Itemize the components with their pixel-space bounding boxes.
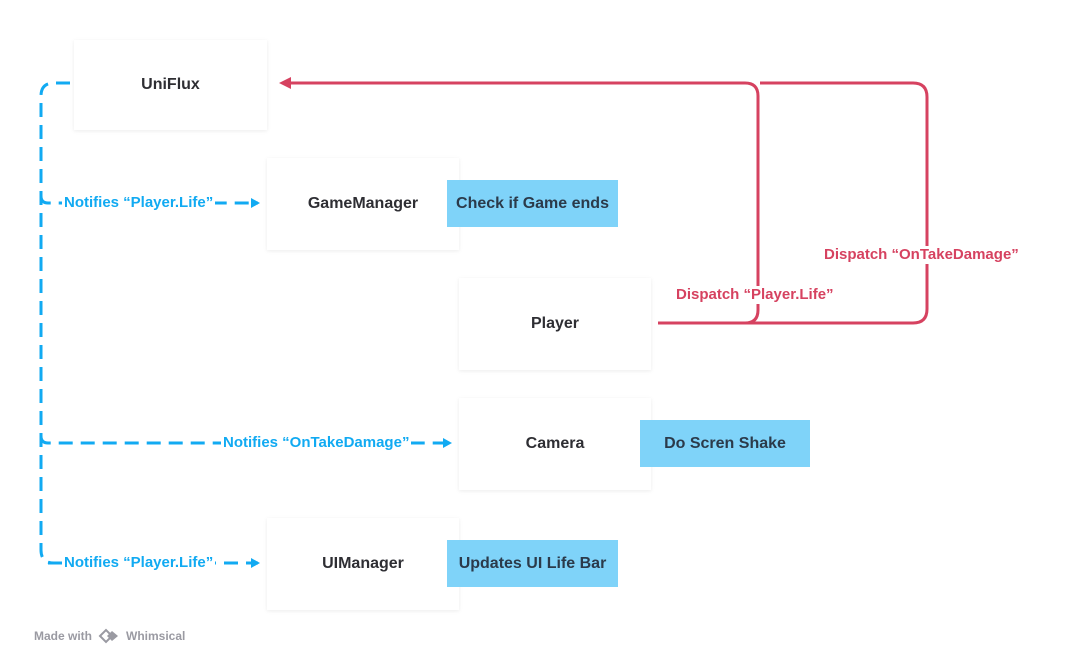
screen-shake-label: Do Scren Shake [664, 434, 786, 452]
update-life-bar-action[interactable]: Updates UI Life Bar [447, 540, 618, 587]
camera-node[interactable]: Camera [459, 398, 651, 490]
whimsical-brand-text: Whimsical [126, 629, 186, 643]
whimsical-logo-icon [98, 628, 119, 644]
made-with-footer: Made with Whimsical [34, 628, 185, 644]
check-game-ends-label: Check if Game ends [456, 194, 609, 212]
dispatch-damage-label: Dispatch “OnTakeDamage” [822, 246, 1021, 264]
screen-shake-action[interactable]: Do Scren Shake [640, 420, 810, 467]
made-with-text: Made with [34, 629, 93, 643]
gamemanager-label: GameManager [307, 195, 419, 212]
dispatch-life-label: Dispatch “Player.Life” [674, 286, 836, 304]
uimanager-node[interactable]: UIManager [267, 518, 459, 610]
player-node[interactable]: Player [459, 278, 651, 370]
notify-gamemanager-line [39, 195, 260, 208]
notify-gamemanager-label: Notifies “Player.Life” [62, 194, 216, 212]
dispatch-damage-line [740, 81, 929, 325]
uniflux-label: UniFlux [141, 76, 200, 93]
notify-bus-line [39, 81, 70, 565]
gamemanager-node[interactable]: GameManager [267, 158, 459, 250]
camera-label: Camera [525, 435, 585, 452]
notify-uimanager-label: Notifies “Player.Life” [62, 554, 216, 572]
player-label: Player [530, 315, 580, 332]
check-game-ends-action[interactable]: Check if Game ends [447, 180, 618, 227]
uniflux-node[interactable]: UniFlux [74, 40, 267, 130]
uimanager-label: UIManager [322, 555, 404, 572]
notify-camera-line [39, 435, 452, 448]
notify-camera-label: Notifies “OnTakeDamage” [221, 434, 412, 452]
update-life-bar-label: Updates UI Life Bar [458, 554, 607, 572]
